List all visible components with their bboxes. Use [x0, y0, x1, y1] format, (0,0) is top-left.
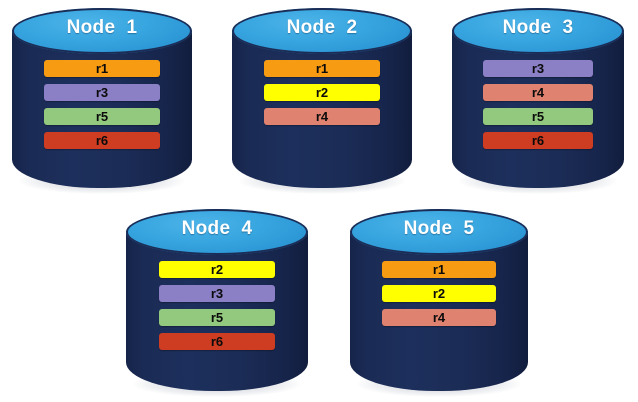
node-5-label: Node 5 [403, 218, 475, 239]
node-1-replica-r6[interactable]: r6 [44, 132, 160, 149]
node-4-replica-r6[interactable]: r6 [158, 333, 276, 350]
node-2-replica-list: r1 r2 r4 [232, 60, 412, 125]
node-2-cylinder[interactable]: Node 2 r1 r2 r4 [232, 8, 412, 194]
node-5-cylinder[interactable]: Node 5 r1 r2 r4 [350, 209, 528, 397]
node-3-replica-r6[interactable]: r6 [482, 132, 594, 149]
node-4-label: Node 4 [181, 218, 253, 239]
node-2-replica-r2[interactable]: r2 [264, 84, 380, 101]
node-3-replica-r5[interactable]: r5 [482, 108, 594, 125]
node-5-replica-r1[interactable]: r1 [382, 261, 496, 278]
node-2-replica-r4[interactable]: r4 [264, 108, 380, 125]
node-3-label: Node 3 [502, 17, 574, 38]
node-1-replica-r3[interactable]: r3 [44, 84, 160, 101]
node-4-cylinder[interactable]: Node 4 r2 r3 r5 r6 [126, 209, 308, 397]
node-1-label: Node 1 [66, 17, 138, 38]
node-2-label: Node 2 [286, 17, 358, 38]
node-3-replica-r3[interactable]: r3 [482, 60, 594, 77]
node-4-replica-r3[interactable]: r3 [158, 285, 276, 302]
node-4-replica-r5[interactable]: r5 [158, 309, 276, 326]
node-1-replica-r1[interactable]: r1 [44, 60, 160, 77]
node-3-replica-list: r3 r4 r5 r6 [452, 60, 624, 149]
node-5-replica-list: r1 r2 r4 [350, 261, 528, 326]
node-1-replica-list: r1 r3 r5 r6 [12, 60, 192, 149]
node-3-replica-r4[interactable]: r4 [482, 84, 594, 101]
node-4-replica-list: r2 r3 r5 r6 [126, 261, 308, 350]
node-3-cylinder[interactable]: Node 3 r3 r4 r5 r6 [452, 8, 624, 194]
node-2-replica-r1[interactable]: r1 [264, 60, 380, 77]
node-5-replica-r4[interactable]: r4 [382, 309, 496, 326]
node-1-cylinder[interactable]: Node 1 r1 r3 r5 r6 [12, 8, 192, 194]
node-5-replica-r2[interactable]: r2 [382, 285, 496, 302]
node-4-replica-r2[interactable]: r2 [158, 261, 276, 278]
node-1-replica-r5[interactable]: r5 [44, 108, 160, 125]
